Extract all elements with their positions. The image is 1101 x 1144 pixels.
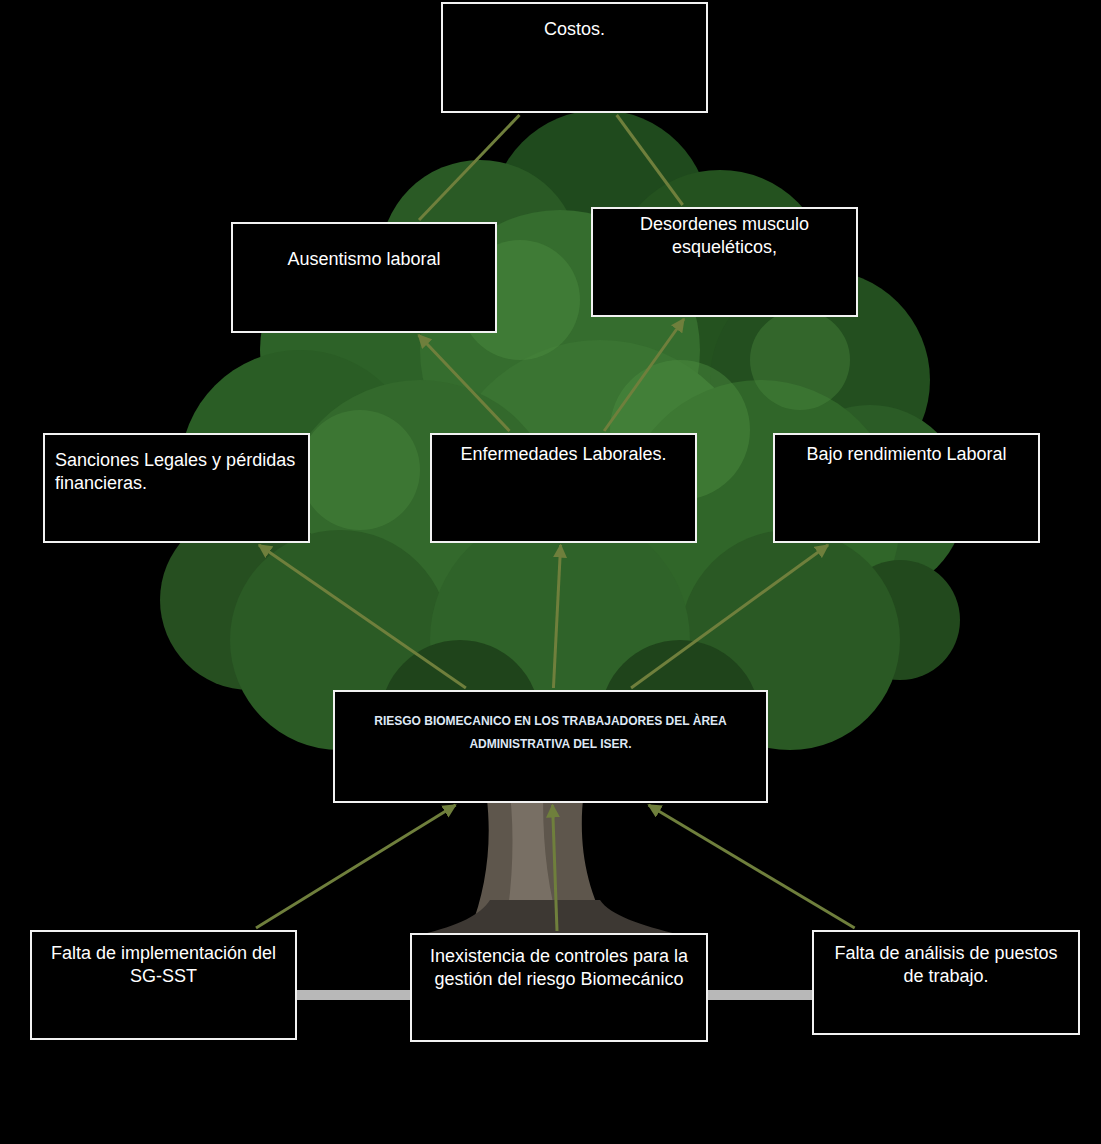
connector-arrow bbox=[617, 115, 683, 205]
tree-box: Bajo rendimiento Laboral bbox=[773, 433, 1040, 543]
box-text: Enfermedades Laborales. bbox=[442, 443, 685, 466]
box-text: Desordenes musculo esqueléticos, bbox=[603, 213, 846, 258]
connector-arrow bbox=[649, 805, 855, 928]
box-text: Ausentismo laboral bbox=[243, 248, 485, 271]
box-text: Falta de implementación del SG-SST bbox=[42, 942, 285, 987]
tree-box: Falta de implementación del SG-SST bbox=[30, 930, 297, 1040]
tree-box: Costos. bbox=[441, 2, 708, 113]
connector-arrow bbox=[418, 335, 509, 431]
connector-arrow bbox=[553, 805, 557, 931]
box-text: RIESGO BIOMECANICO EN LOS TRABAJADORES D… bbox=[345, 710, 756, 756]
box-text: Bajo rendimiento Laboral bbox=[785, 443, 1028, 466]
connector-arrow bbox=[259, 545, 466, 688]
tree-box: Enfermedades Laborales. bbox=[430, 433, 697, 543]
connector-arrow bbox=[419, 115, 519, 220]
box-text: Costos. bbox=[453, 18, 696, 41]
problem-box: RIESGO BIOMECANICO EN LOS TRABAJADORES D… bbox=[333, 690, 768, 803]
tree-box: Desordenes musculo esqueléticos, bbox=[591, 207, 858, 317]
box-text: Inexistencia de controles para la gestió… bbox=[422, 945, 696, 990]
tree-box: Sanciones Legales y pérdidas financieras… bbox=[43, 433, 310, 543]
box-text: Sanciones Legales y pérdidas financieras… bbox=[55, 449, 298, 494]
box-text: Falta de análisis de puestos de trabajo. bbox=[824, 942, 1068, 987]
connector-arrow bbox=[631, 545, 828, 688]
connector-arrow bbox=[553, 545, 560, 688]
connector-arrow bbox=[604, 319, 684, 431]
tree-box: Ausentismo laboral bbox=[231, 222, 497, 333]
tree-box: Falta de análisis de puestos de trabajo. bbox=[812, 930, 1080, 1035]
connector-arrow bbox=[256, 805, 456, 928]
tree-box: Inexistencia de controles para la gestió… bbox=[410, 933, 708, 1042]
